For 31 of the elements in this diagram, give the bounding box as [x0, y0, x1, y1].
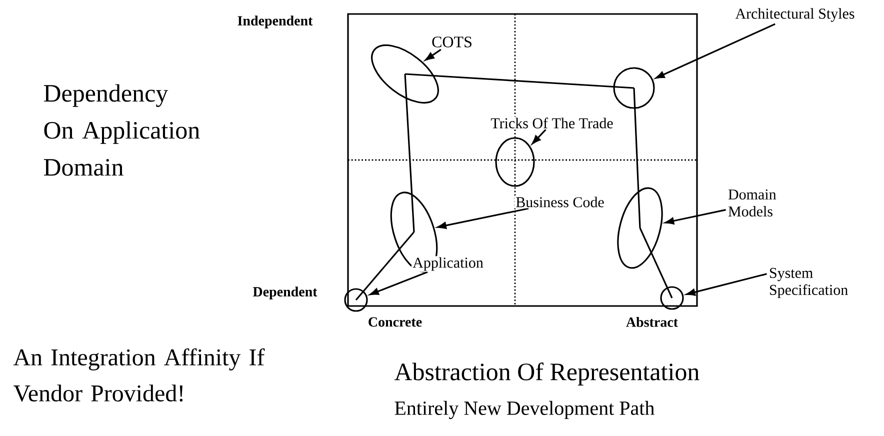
- leader-arrow: [664, 209, 726, 224]
- leader-arrow: [656, 23, 776, 79]
- leader-arrow: [532, 129, 546, 144]
- bold-axis-label: Independent: [238, 16, 313, 28]
- circle-marker: [613, 67, 655, 109]
- path-line: [633, 88, 641, 228]
- bold-axis-label: Abstract: [626, 317, 678, 327]
- leader-arrow: [437, 208, 529, 229]
- node-label: Application: [412, 256, 484, 272]
- leader-arrow: [425, 48, 442, 61]
- node-label: System Specification: [770, 268, 848, 298]
- leader-arrow: [686, 273, 767, 296]
- ellipse-marker: [495, 137, 535, 187]
- note: An Integration Affinity If Vendor Provided!: [13, 348, 265, 402]
- path-line: [404, 73, 634, 89]
- node-label: Architectural Styles: [735, 8, 854, 22]
- axis-title: Abstraction Of Representation: [394, 362, 700, 386]
- node-label: Domain Models: [728, 189, 776, 217]
- node-label: Business Code: [514, 196, 606, 208]
- path-line: [639, 228, 673, 298]
- node-label: COTS: [432, 36, 472, 48]
- path-line: [355, 231, 415, 301]
- node-label: Tricks Of The Trade: [490, 116, 614, 130]
- path-line: [404, 74, 415, 232]
- circle-marker: [660, 286, 684, 310]
- bold-axis-label: Concrete: [368, 317, 422, 327]
- note: Entirely New Development Path: [394, 400, 654, 420]
- circle-marker: [344, 288, 368, 312]
- bold-axis-label: Dependent: [252, 286, 318, 300]
- axis-title: Dependency On Application Domain: [44, 84, 200, 176]
- leader-arrow: [370, 271, 428, 296]
